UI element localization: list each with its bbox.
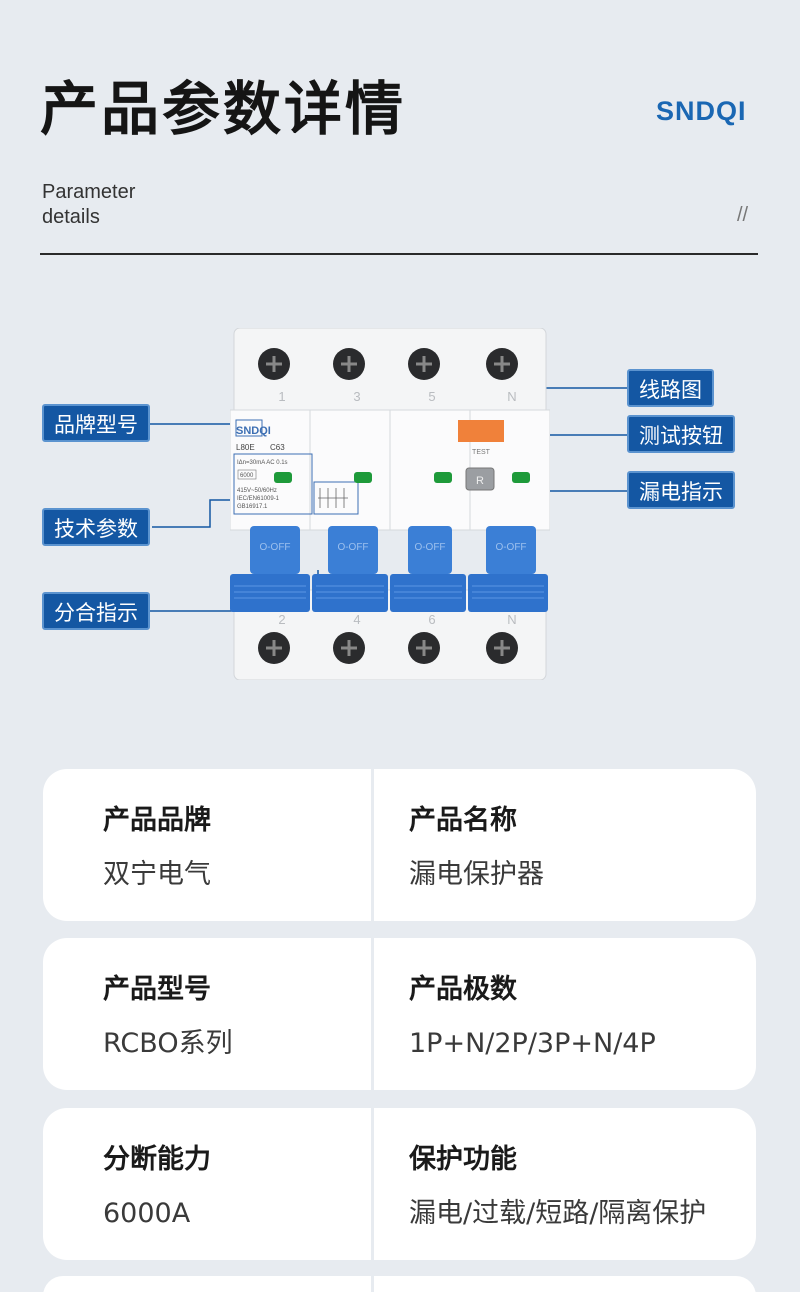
card-divider [371, 1108, 374, 1260]
terminal-top-1: 1 [278, 389, 285, 404]
test-label: TEST [472, 449, 491, 456]
spec-label: 产品品牌 [103, 805, 211, 836]
label-voltage: 415V~50/60Hz [237, 488, 277, 494]
handle-text-4: O-OFF [495, 542, 526, 553]
spec-value: 6000A [103, 1198, 191, 1229]
spec-label: 产品极数 [409, 974, 517, 1005]
spec-cell-name: 产品名称 漏电保护器 [409, 801, 544, 895]
spec-cell-protection: 保护功能 漏电/过载/短路/隔离保护 [409, 1140, 706, 1234]
spec-card-4 [43, 1276, 756, 1292]
spec-label: 产品名称 [409, 805, 517, 836]
line-tech-params [152, 499, 234, 528]
spec-value: 1P+N/2P/3P+N/4P [409, 1028, 656, 1059]
subtitle-line-1: Parameter [42, 181, 136, 203]
label-brand: SNDQI [236, 425, 271, 437]
spec-card-2: 产品型号 RCBO系列 产品极数 1P+N/2P/3P+N/4P [43, 938, 756, 1090]
terminal-top-5: 5 [428, 389, 435, 404]
spec-cell-poles: 产品极数 1P+N/2P/3P+N/4P [409, 970, 656, 1064]
label-capacity: 6000 [240, 473, 254, 479]
label-rating: C63 [270, 443, 285, 452]
label-standard: IEC/EN61009-1 [237, 496, 280, 502]
spec-value: 双宁电气 [103, 859, 211, 890]
card-divider [371, 769, 374, 921]
brand-logo: SNDQI [656, 96, 747, 126]
callout-test-button: 测试按钮 [627, 415, 735, 453]
spec-card-3: 分断能力 6000A 保护功能 漏电/过载/短路/隔离保护 [43, 1108, 756, 1260]
terminal-top-3: 3 [353, 389, 360, 404]
indicator-3 [434, 472, 452, 483]
top-screws [258, 348, 518, 380]
terminal-bottom-2: 2 [278, 612, 285, 627]
card-divider [371, 1276, 374, 1292]
terminal-bottom-6: 6 [428, 612, 435, 627]
spec-card-1: 产品品牌 双宁电气 产品名称 漏电保护器 [43, 769, 756, 921]
spec-cell-brand: 产品品牌 双宁电气 [103, 801, 211, 895]
spec-label: 分断能力 [103, 1144, 211, 1175]
spec-label: 保护功能 [409, 1144, 517, 1175]
terminal-bottom-n: N [507, 612, 516, 627]
callout-circuit-diagram: 线路图 [627, 369, 714, 407]
reset-button-shape [465, 467, 495, 491]
callout-on-off-indicator: 分合指示 [42, 592, 150, 630]
handle-text-3: O-OFF [414, 542, 445, 553]
decorative-slash: // [737, 204, 749, 226]
callout-leak-indicator: 漏电指示 [627, 471, 735, 509]
circuit-diagram [318, 488, 348, 508]
terminal-top-n: N [507, 389, 516, 404]
page-subtitle: Parameter details [42, 180, 135, 230]
spec-value: RCBO系列 [103, 1028, 233, 1059]
rcbo-breaker-image: 1 3 5 N 2 4 6 N SNDQI L80E C63 IΔn=30mA … [230, 328, 550, 680]
bottom-screws [258, 632, 518, 664]
spec-value: 漏电/过载/短路/隔离保护 [409, 1198, 707, 1229]
indicator-4 [512, 472, 530, 483]
indicator-2 [354, 472, 372, 483]
callout-tech-params: 技术参数 [42, 508, 150, 546]
handle-text-2: O-OFF [337, 542, 368, 553]
spec-label: 产品型号 [103, 974, 211, 1005]
test-button-shape [458, 420, 504, 442]
label-ian: IΔn=30mA AC 0.1s [237, 460, 288, 466]
reset-label: R [476, 475, 484, 487]
card-divider [371, 938, 374, 1090]
terminal-bottom-4: 4 [353, 612, 360, 627]
spec-value: 漏电保护器 [409, 859, 544, 890]
handle-text-1: O-OFF [259, 542, 290, 553]
label-model: L80E [236, 443, 255, 452]
page-title: 产品参数详情 [40, 75, 407, 143]
indicator-1 [274, 472, 292, 483]
spec-cell-model: 产品型号 RCBO系列 [103, 970, 233, 1064]
callout-brand-model: 品牌型号 [42, 404, 150, 442]
header-divider [40, 253, 758, 255]
subtitle-line-2: details [42, 206, 100, 228]
label-gb: GB16917.1 [237, 504, 268, 510]
spec-cell-capacity: 分断能力 6000A [103, 1140, 211, 1234]
